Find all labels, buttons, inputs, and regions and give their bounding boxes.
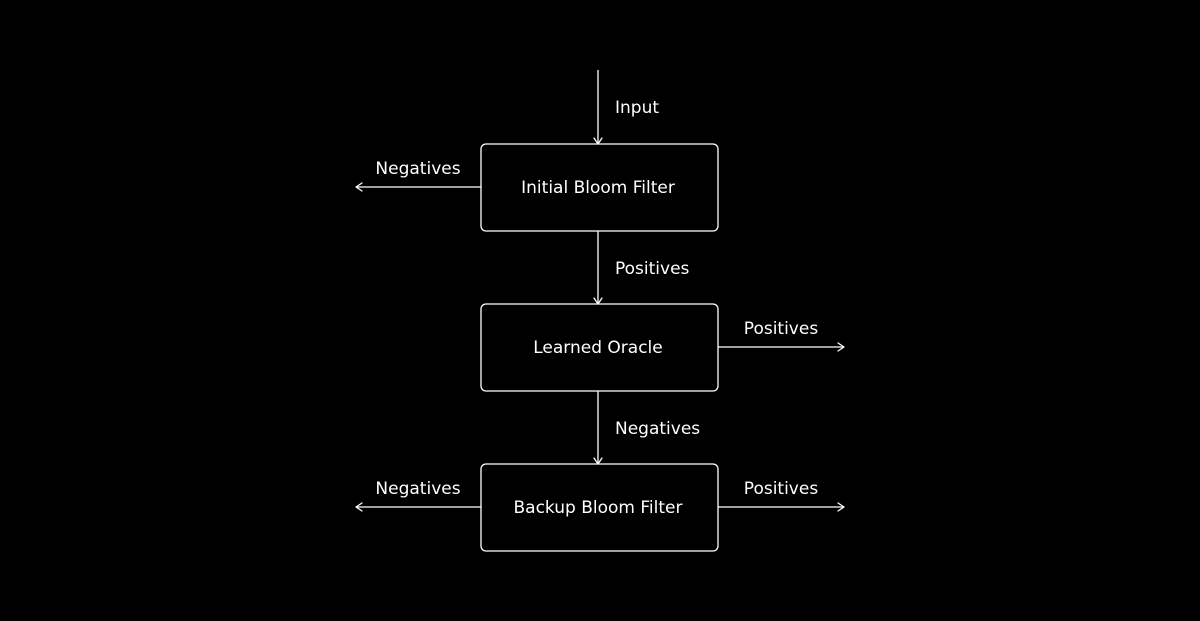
edge-initial-positives xyxy=(593,231,603,305)
node-learned-oracle: Learned Oracle xyxy=(480,303,719,392)
node-initial-bloom-filter: Initial Bloom Filter xyxy=(480,143,719,232)
edge-label-oracle-negatives: Negatives xyxy=(615,419,700,439)
arrowhead-right-icon xyxy=(837,502,845,512)
edge-oracle-negatives xyxy=(593,391,603,465)
edge-label-input: Input xyxy=(615,98,659,118)
edge-oracle-positives xyxy=(718,342,845,352)
edge-backup-negatives xyxy=(355,502,481,512)
node-label-backup: Backup Bloom Filter xyxy=(514,498,683,518)
edge-label-backup-positives: Positives xyxy=(744,479,819,499)
edge-backup-positives xyxy=(718,502,845,512)
edge-label-initial-positives: Positives xyxy=(615,259,690,279)
arrowhead-left-icon xyxy=(355,502,363,512)
edge-label-oracle-positives: Positives xyxy=(744,319,819,339)
node-label-oracle: Learned Oracle xyxy=(533,338,662,358)
arrowhead-right-icon xyxy=(837,342,845,352)
edge-label-initial-negatives: Negatives xyxy=(375,159,460,179)
arrowhead-left-icon xyxy=(355,182,363,192)
edge-input xyxy=(593,70,603,145)
edge-initial-negatives xyxy=(355,182,481,192)
node-backup-bloom-filter: Backup Bloom Filter xyxy=(480,463,719,552)
node-label-initial: Initial Bloom Filter xyxy=(521,178,675,198)
edge-label-backup-negatives: Negatives xyxy=(375,479,460,499)
